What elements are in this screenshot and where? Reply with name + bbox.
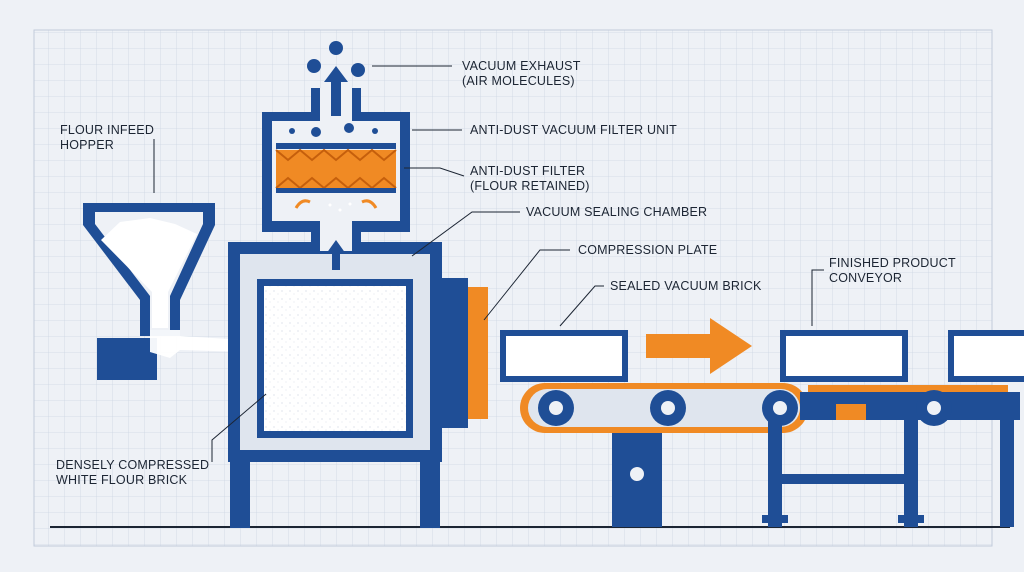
label-compressed-brick: DENSELY COMPRESSED WHITE FLOUR BRICK <box>56 458 210 487</box>
label-filter-unit: ANTI-DUST VACUUM FILTER UNIT <box>470 123 677 137</box>
label-sealing-chamber: VACUUM SEALING CHAMBER <box>526 205 708 219</box>
anti-dust-filter <box>275 143 397 193</box>
compressed-flour-brick <box>264 286 406 431</box>
compression-plate <box>442 278 488 428</box>
sealed-vacuum-brick <box>500 330 628 382</box>
infeed-hopper <box>83 203 246 380</box>
label-vacuum-exhaust: VACUUM EXHAUST (AIR MOLECULES) <box>462 59 581 88</box>
conveyor-belt <box>520 383 1020 433</box>
blueprint-grid <box>33 29 993 547</box>
vacuum-sealing-chamber <box>228 242 442 528</box>
finished-brick <box>780 330 908 382</box>
label-compression-plate: COMPRESSION PLATE <box>578 243 718 257</box>
finished-brick <box>948 330 1024 382</box>
flow-arrow <box>646 318 752 374</box>
leader-lines <box>153 65 824 462</box>
vacuum-exhaust-arrow <box>324 66 348 270</box>
label-infeed-hopper: FLOUR INFEED HOPPER <box>60 123 155 152</box>
label-sealed-brick: SEALED VACUUM BRICK <box>610 279 762 293</box>
conveyor-stand <box>612 420 1014 527</box>
label-anti-dust-filter: ANTI-DUST FILTER (FLOUR RETAINED) <box>470 164 590 193</box>
air-molecules <box>307 41 365 77</box>
label-finished-conveyor: FINISHED PRODUCT CONVEYOR <box>829 256 956 285</box>
